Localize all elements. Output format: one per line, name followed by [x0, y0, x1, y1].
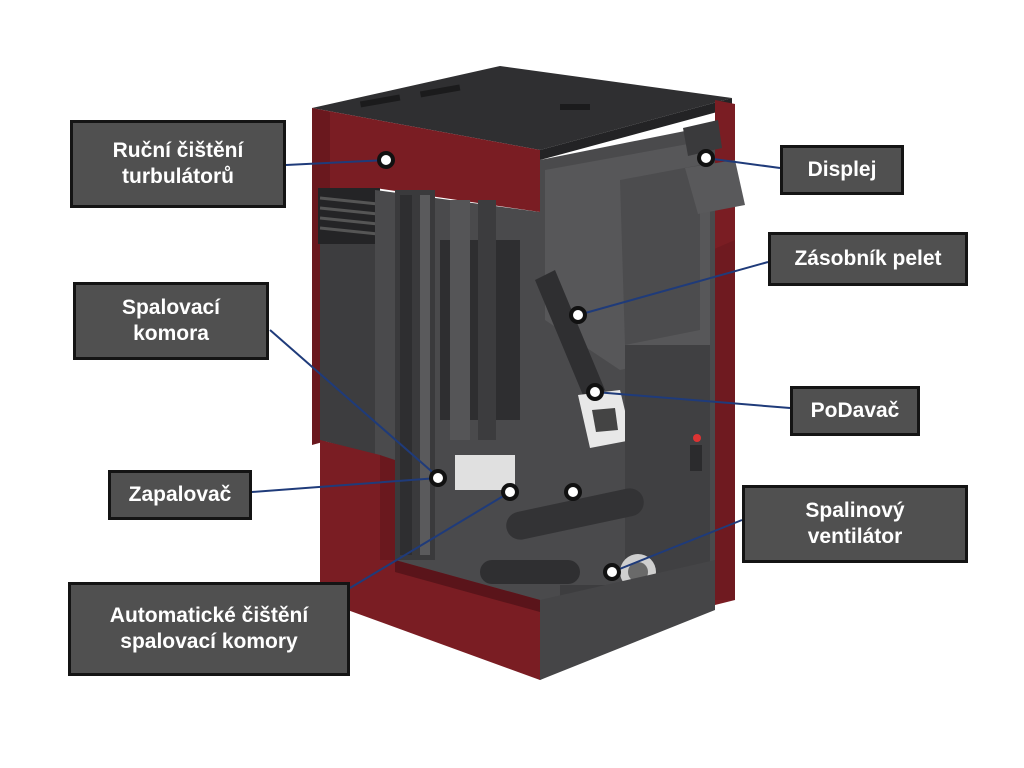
marker-displej — [697, 149, 715, 167]
callout-displej: Displej — [780, 145, 904, 195]
vent-grille — [318, 188, 380, 244]
boiler-left-side-panel — [320, 190, 375, 455]
callout-line: Spalovací — [121, 295, 221, 319]
callout-zasobnik-pelet: Zásobník pelet — [768, 232, 968, 286]
marker-spalinovy — [603, 563, 621, 581]
callout-zapalovac: Zapalovač — [108, 470, 252, 520]
marker-podavac — [586, 383, 604, 401]
callout-podavac: PoDavač — [790, 386, 920, 436]
marker-zasobnik — [569, 306, 587, 324]
callout-line: turbulátorů — [122, 165, 234, 188]
callout-rucni-cisteni-turbulatoru: Ruční čištění turbulátorů — [70, 120, 286, 208]
boiler-top-lid — [312, 66, 732, 150]
display-unit — [683, 120, 745, 214]
callout-line: Automatické čištění — [109, 603, 309, 627]
boiler-casing-front-lower — [320, 440, 540, 680]
callout-line: komora — [133, 322, 209, 345]
feeder-auger — [535, 270, 632, 448]
marker-automaticke-2 — [564, 483, 582, 501]
callout-line: spalovací komory — [120, 630, 298, 653]
callout-automaticke-cisteni: Automatické čištění spalovací komory — [68, 582, 350, 676]
boiler-casing-front-upper — [312, 108, 540, 212]
callout-line: PoDavač — [810, 398, 900, 422]
marker-rucni-cisteni — [377, 151, 395, 169]
callout-line: Spalinový — [805, 498, 905, 522]
callout-markers — [377, 149, 715, 581]
callout-line: ventilátor — [807, 525, 903, 548]
leader-lines — [251, 157, 791, 589]
callout-spalovaci-komora: Spalovací komora — [73, 282, 269, 360]
igniter — [455, 455, 515, 490]
callout-line: Ruční čištění — [112, 138, 244, 162]
callout-line: Displej — [807, 157, 877, 181]
marker-zapalovac — [429, 469, 447, 487]
callout-line: Zásobník pelet — [794, 246, 942, 270]
callout-line: Zapalovač — [128, 482, 232, 506]
callout-spalinovy-ventilator: Spalinový ventilátor — [742, 485, 968, 563]
marker-automaticke-1 — [501, 483, 519, 501]
